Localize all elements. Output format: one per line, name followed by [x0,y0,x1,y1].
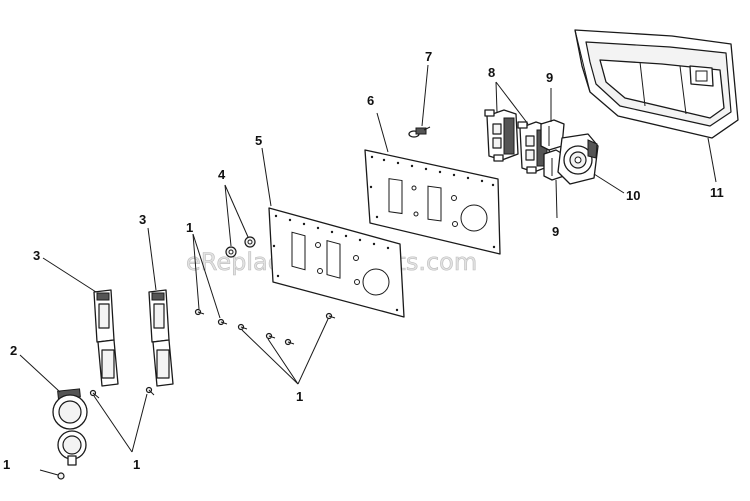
callout-8: 8 [488,65,495,80]
screw-f [237,323,248,331]
screw-b [89,389,100,399]
part-11-outlet-box [574,29,739,139]
callout-1-bottom: 1 [133,457,140,472]
part-4-nuts [225,236,256,258]
part-1-screws [39,308,336,480]
screw-g [265,332,276,340]
callout-7: 7 [425,49,432,64]
part-5-front-plate [268,207,405,318]
callout-4: 4 [218,167,226,182]
leader-lines [19,64,717,453]
screw-i [325,312,336,320]
screw-d [194,308,205,316]
callout-5: 5 [255,133,262,148]
callout-10: 10 [626,188,640,203]
callouts: 1 1 1 1 2 3 3 4 5 6 7 8 9 9 10 11 [3,49,724,472]
screw-a [39,469,65,480]
screw-c [145,386,155,396]
screw-e [217,318,228,326]
callout-9-lower: 9 [552,224,559,239]
callout-1-lower-right: 1 [296,389,303,404]
part-3-cover-left [93,289,119,387]
callout-11: 11 [710,185,724,200]
callout-3-left: 3 [33,248,40,263]
callout-1-bottom-left: 1 [3,457,10,472]
screw-h [284,338,295,346]
callout-1-middle: 1 [186,220,193,235]
callout-9-upper: 9 [546,70,553,85]
callout-3-right: 3 [139,212,146,227]
part-2-round-cover [52,388,88,466]
part-3-cover-right [148,289,174,387]
callout-6: 6 [367,93,374,108]
part-8-receptacle-left [484,109,519,162]
part-6-rear-plate [364,149,501,255]
part-7-screw [408,126,431,138]
callout-2: 2 [10,343,17,358]
part-10-twist-lock-receptacle [557,133,599,185]
